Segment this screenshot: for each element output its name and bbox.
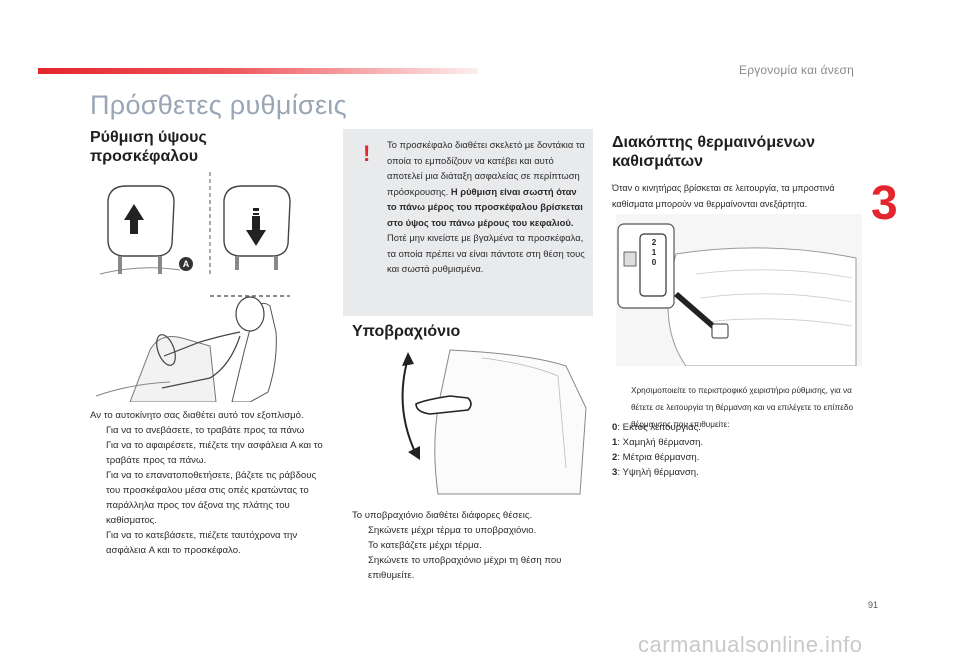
driver-illustration <box>95 296 277 402</box>
heat-level-item: 1: Χαμηλή θέρμανση. <box>612 435 862 450</box>
armrest-bullet: Σηκώνετε το υποβραχιόνιο μέχρι τη θέση π… <box>352 553 592 583</box>
heat-level-num: 0 <box>612 422 618 433</box>
heat-level-num: 1 <box>612 437 618 448</box>
warning-text-bold: Η ρύθμιση είναι σωστή όταν το πάνω μέρος… <box>387 185 583 228</box>
dial-label-0: 0 <box>652 258 657 267</box>
chapter-number: 3 <box>871 177 898 230</box>
warning-text: Το προσκέφαλο διαθέτει σκελετό με δοντάκ… <box>387 137 587 277</box>
headrest-rod <box>158 256 162 274</box>
headrest-bullet-text: Για να το κατεβάσετε, πιέζετε ταυτόχρονα… <box>106 530 298 556</box>
headrest-intro: Αν το αυτοκίνητο σας διαθέτει αυτό τον ε… <box>90 410 304 421</box>
dial-label-2: 2 <box>652 238 657 247</box>
dashboard-line <box>95 381 171 397</box>
page-number: 91 <box>868 600 879 610</box>
headrest-bullet: Για να το επανατοποθετήσετε, βάζετε τις … <box>90 468 332 528</box>
driver-head <box>235 296 265 332</box>
heated-intro: Όταν ο κινητήρας βρίσκεται σε λειτουργία… <box>612 183 835 209</box>
arrow-stripe <box>253 208 259 211</box>
armrest-bullet-text: Σηκώνετε το υποβραχιόνιο μέχρι τη θέση π… <box>368 555 562 581</box>
headrest-up <box>107 185 175 257</box>
warning-box: ! Το προσκέφαλο διαθέτει σκελετό με δοντ… <box>343 129 593 316</box>
headrest-title: Ρύθμιση ύψους προσκέφαλου <box>90 128 207 166</box>
heated-levels: 0: Εκτός λειτουργίας. 1: Χαμηλή θέρμανση… <box>612 420 862 480</box>
label-a: A <box>183 259 190 269</box>
heat-level-item: 0: Εκτός λειτουργίας. <box>612 420 862 435</box>
headrest-rod <box>235 256 239 270</box>
heated-seat-illustration: 2 1 0 <box>616 214 862 366</box>
warning-text-1: Το προσκέφαλο διαθέτει σκελετό με δοντάκ… <box>387 139 585 197</box>
headrest-bullet-text: Για να το ανεβάσετε, το τραβάτε προς τα … <box>106 425 305 436</box>
arrow-down-icon <box>246 216 266 246</box>
seat-seam <box>481 357 567 469</box>
seat-heat-icon <box>623 251 637 267</box>
headrest-title-line1: Ρύθμιση ύψους <box>90 129 207 146</box>
headrest-bullet-text: Για να το επανατοποθετήσετε, βάζετε τις … <box>106 470 317 526</box>
header-section-title: Εργονομία και άνεση <box>739 63 854 77</box>
heated-title-line2: καθισμάτων <box>612 153 703 170</box>
warning-text-2: Ποτέ μην κινείστε με βγαλμένα τα προσκέφ… <box>387 232 585 274</box>
headrest-illustration: A <box>99 172 291 297</box>
headrest-rod <box>274 256 278 270</box>
armrest-bullet-text: Το κατεβάζετε μέχρι τέρμα. <box>368 540 482 551</box>
heated-note-text: Χρησιμοποιείτε το περιστροφικό χειριστήρ… <box>631 386 854 429</box>
heated-note: Χρησιμοποιείτε το περιστροφικό χειριστήρ… <box>615 382 865 433</box>
arrow-stripe <box>253 213 259 215</box>
seat-heat-button[interactable] <box>711 323 729 339</box>
armrest-title: Υποβραχιόνιο <box>352 323 461 340</box>
heat-level-item: 3: Υψηλή θέρμανση. <box>612 465 862 480</box>
armrest-bullet: Σηκώνετε μέχρι τέρμα το υποβραχιόνιο. <box>352 523 592 538</box>
headrest-bullet-text: Για να το αφαιρέσετε, πιέζετε την ασφάλε… <box>106 440 323 466</box>
heat-level-text: : Μέτρια θέρμανση. <box>617 452 700 463</box>
arrow-up-icon <box>402 352 414 366</box>
heat-level-text: : Υψηλή θέρμανση. <box>617 467 699 478</box>
seat-back <box>434 349 587 495</box>
heat-level-num: 3 <box>612 467 618 478</box>
armrest-intro: Το υποβραχιόνιο διαθέτει διάφορες θέσεις… <box>352 510 533 521</box>
heat-dial[interactable] <box>639 233 667 297</box>
armrest-text: Το υποβραχιόνιο διαθέτει διάφορες θέσεις… <box>352 508 592 583</box>
headrest-bullet: Για να το αφαιρέσετε, πιέζετε την ασφάλε… <box>90 438 332 468</box>
seat-cushion <box>667 247 857 366</box>
headrest-rod <box>118 256 122 274</box>
warning-icon: ! <box>363 141 371 166</box>
armrest-illustration <box>401 349 587 495</box>
pointer-line <box>674 292 724 336</box>
headrest-bullet: Για να το ανεβάσετε, το τραβάτε προς τα … <box>90 423 332 438</box>
heat-level-num: 2 <box>612 452 618 463</box>
heated-title: Διακόπτης θερμαινόμενων καθισμάτων <box>612 133 815 171</box>
page-title: Πρόσθετες ρυθμίσεις <box>90 90 347 120</box>
steering-wheel <box>156 334 176 366</box>
armrest-shape <box>415 395 472 415</box>
headrest-text: Αν το αυτοκίνητο σας διαθέτει αυτό τον ε… <box>90 408 332 558</box>
heat-level-text: : Εκτός λειτουργίας. <box>617 422 701 433</box>
dial-label-1: 1 <box>652 248 657 257</box>
rotation-arc <box>401 357 417 455</box>
heat-level-text: : Χαμηλή θέρμανση. <box>617 437 704 448</box>
armrest-bullet-text: Σηκώνετε μέχρι τέρμα το υποβραχιόνιο. <box>368 525 537 536</box>
header-accent-bar <box>38 68 478 74</box>
heat-level-item: 2: Μέτρια θέρμανση. <box>612 450 862 465</box>
arrow-up-icon <box>124 204 144 234</box>
headrest-title-line2: προσκέφαλου <box>90 148 199 165</box>
headrest-bullet: Για να το κατεβάσετε, πιέζετε ταυτόχρονα… <box>90 528 332 558</box>
armrest-bullet: Το κατεβάζετε μέχρι τέρμα. <box>352 538 592 553</box>
label-a-marker <box>179 257 193 271</box>
seat-top-line <box>99 267 181 275</box>
driver-body <box>161 331 241 389</box>
watermark: carmanualsonline.info <box>638 632 863 657</box>
seat-lines <box>695 269 853 327</box>
arrow-down-icon <box>408 446 420 460</box>
heated-title-line1: Διακόπτης θερμαινόμενων <box>612 134 816 151</box>
